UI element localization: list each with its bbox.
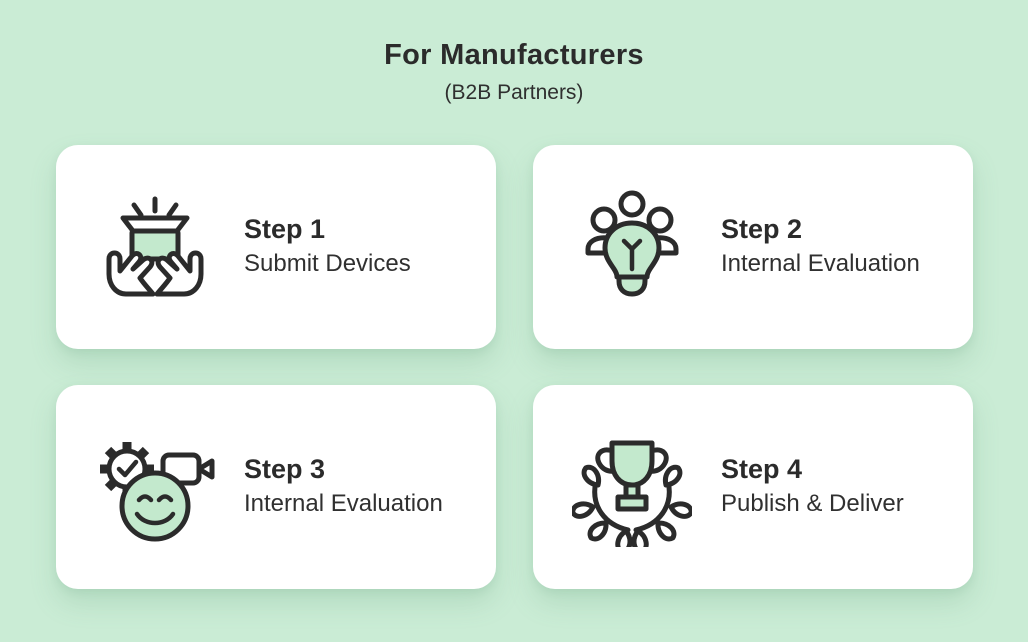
step-label: Step 1 xyxy=(244,214,326,245)
trophy-glyph xyxy=(595,440,669,512)
step-text: Step 1 Submit Devices xyxy=(244,215,411,278)
review-smiley-video-icon xyxy=(92,422,218,552)
page-title: For Manufacturers xyxy=(384,39,644,71)
step-text: Step 3 Internal Evaluation xyxy=(244,455,443,518)
step-text: Step 2 Internal Evaluation xyxy=(721,215,920,278)
step-label: Step 2 xyxy=(721,214,803,245)
page-subtitle: (B2B Partners) xyxy=(444,80,584,104)
trophy-laurel-icon xyxy=(569,422,695,552)
step-description: Submit Devices xyxy=(244,249,411,277)
step-label: Step 3 xyxy=(244,454,326,485)
video-camera-glyph xyxy=(160,452,215,486)
steps-grid: Step 1 Submit Devices S xyxy=(56,145,973,589)
header: For Manufacturers (B2B Partners) xyxy=(0,39,1028,105)
hands-receiving-device-icon xyxy=(92,182,218,312)
step-text: Step 4 Publish & Deliver xyxy=(721,455,904,518)
step-label: Step 4 xyxy=(721,454,803,485)
review-smiley-video-card: Step 3 Internal Evaluation xyxy=(56,385,496,589)
step-description: Internal Evaluation xyxy=(244,489,443,517)
team-idea-lightbulb-icon xyxy=(569,182,695,312)
step-card-2: Step 2 Internal Evaluation xyxy=(533,145,973,349)
smiley-glyph xyxy=(119,470,191,542)
trophy-laurel-card: Step 4 Publish & Deliver xyxy=(533,385,973,589)
step-description: Publish & Deliver xyxy=(721,489,904,517)
step-card-1: Step 1 Submit Devices xyxy=(56,145,496,349)
step-description: Internal Evaluation xyxy=(721,249,920,277)
